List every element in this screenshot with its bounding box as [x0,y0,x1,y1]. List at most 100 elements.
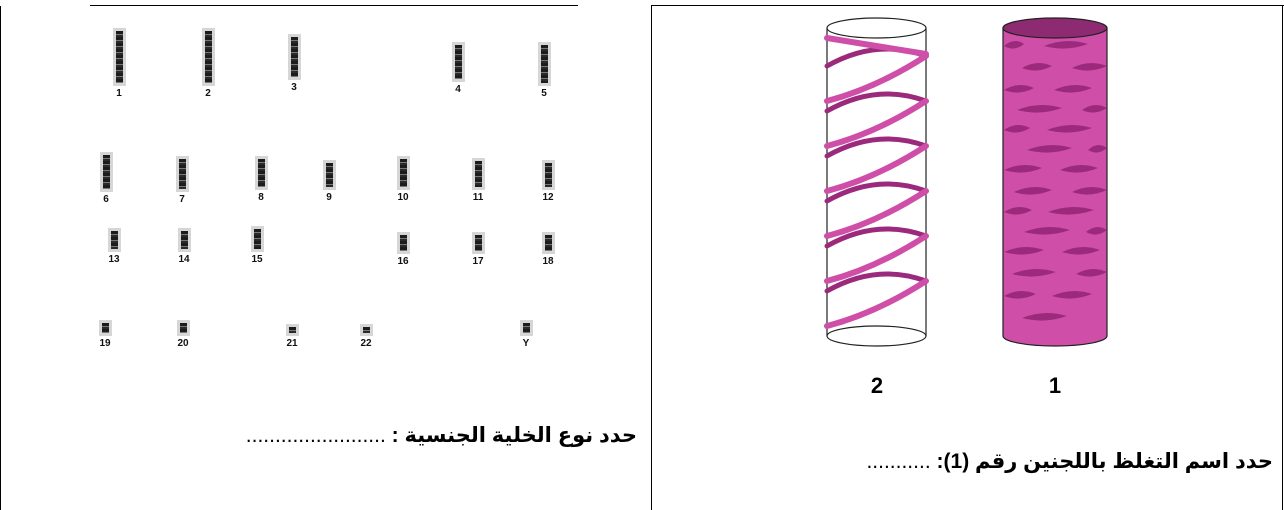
pit [1048,206,1094,215]
pit [1086,226,1107,235]
spiral-ring-front [824,188,929,239]
chromosome-Y [520,320,533,336]
chromosome-13 [108,228,121,252]
chromosome-10 [397,156,410,190]
pit [1072,62,1107,71]
chromosome-label: 14 [178,254,190,265]
chromosome-4 [452,42,465,82]
pit [1054,84,1092,93]
spiral-ring-back [824,136,929,159]
chromosome-label: 6 [103,194,109,205]
spiral-ring-back [824,226,929,249]
chromosome-label: 16 [397,256,409,267]
chromosome-label: 21 [286,338,298,349]
right-border [1282,6,1283,510]
chromosome-16 [397,232,410,254]
chromosome-label: 18 [542,256,554,267]
spiral-ring-front [824,143,929,194]
pit [1047,124,1092,133]
chromosome-label: 7 [179,194,185,205]
spiral-ring-front [824,233,929,284]
chromosome-18 [542,232,555,254]
spiral-ring-front [824,35,929,57]
left-border [0,6,1,510]
chromosome-14 [178,228,191,252]
spiral-vessel-bottom [826,325,927,347]
chromosome-label: Y [522,338,530,349]
chromosome-label: 3 [291,82,297,93]
chromosome-21 [286,324,299,336]
chromosome-label: 22 [360,338,372,349]
pit [1082,104,1107,113]
chromosome-label: 9 [326,192,332,203]
chromosome-5 [538,42,551,86]
pit [1072,186,1107,195]
vessel-label-1: 1 [1048,373,1062,398]
spiral-ring-back [824,271,929,294]
lignin-diagram [824,17,1108,347]
spiral-ring-back [824,181,929,204]
pit [1022,312,1067,321]
pit [1004,40,1024,49]
pit [1076,268,1107,277]
spiral-ring-front [824,278,929,329]
chromosome-label: 1 [116,88,122,99]
chromosome-label: 5 [541,88,547,99]
pit [1022,62,1052,71]
chromosome-label: 2 [205,88,211,99]
pit [1017,104,1062,113]
chromosome-label: 10 [397,192,409,203]
pit [1004,84,1034,93]
chromosome-20 [177,320,190,336]
chromosome-label: 19 [99,338,111,349]
chromosome-label: 8 [258,192,264,203]
pit [1060,164,1098,173]
lignin-question-text: حدد اسم التغلظ باللجنين رقم (1): [936,450,1274,473]
chromosome-label: 12 [542,192,554,203]
spiral-vessel-top [826,17,927,39]
chromosome-label: 4 [455,84,461,95]
pit [1044,40,1088,49]
sex-cell-question: حدد نوع الخلية الجنسية : ...............… [246,423,637,448]
lignin-cell: 2 1 حدد اسم التغلظ باللجنين رقم (1): ...… [652,6,1283,510]
vessel-label-2: 2 [870,373,884,398]
pit [1004,164,1042,173]
chromosome-12 [542,160,555,190]
chromosome-19 [99,320,112,336]
pit [1012,268,1056,277]
spiral-ring-front [824,98,929,149]
pit [1004,124,1030,133]
pit [1014,186,1052,195]
lignin-question: حدد اسم التغلظ باللجنين رقم (1): .......… [866,449,1273,474]
pit [1004,246,1044,255]
pit [1088,144,1107,153]
pit [1027,144,1072,153]
top-border [90,5,578,6]
chromosome-label: 17 [472,256,484,267]
pit [1004,206,1032,215]
sex-cell-question-text: حدد نوع الخلية الجنسية : [391,424,637,447]
top-border-right [651,5,1284,6]
chromosome-9 [323,160,336,190]
chromosome-22 [360,324,373,336]
chromosome-label: 11 [472,192,484,203]
spiral-vessel [824,17,929,347]
pitted-vessel [1002,17,1108,347]
pit [1052,290,1092,299]
pit [1004,290,1036,299]
chromosome-6 [100,152,113,192]
spiral-ring-front [824,53,929,104]
lignin-answer-blank: ........... [866,450,931,473]
chromosome-2 [202,28,215,86]
chromosome-label: 13 [108,254,120,265]
chromosome-11 [472,158,485,190]
sex-cell-answer-blank: ........................ [245,424,386,447]
spiral-ring-back [824,91,929,114]
chromosome-15 [251,226,264,252]
chromosome-7 [176,156,189,192]
chromosome-3 [288,34,301,80]
chromosome-8 [255,156,268,190]
